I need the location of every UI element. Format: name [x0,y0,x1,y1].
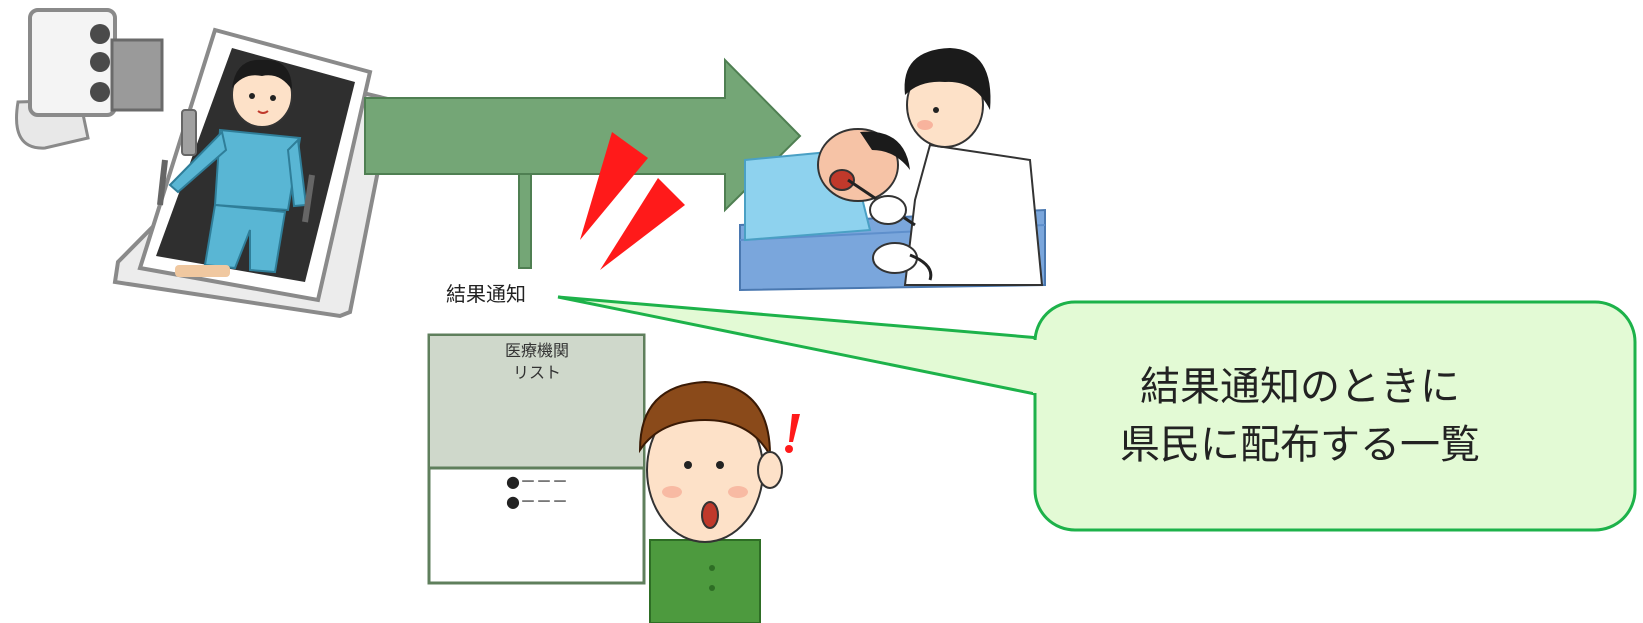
doctor-patient-icon [739,48,1046,292]
callout-line1: 結果通知のときに [1140,364,1460,410]
card-bullet-1: ●－－－ [506,472,568,491]
surprised-person-icon [638,380,800,623]
callout-line2: 県民に配布する一覧 [1120,422,1480,468]
callout-seam [1033,340,1041,393]
card-bullets: ●－－－ ●－－－ [430,472,644,512]
medical-list-card [427,333,646,585]
callout-box [1033,300,1637,532]
card-title-line1: 医療機関 [504,341,569,360]
card-bullet-2: ●－－－ [506,492,568,511]
card-title: 医療機関 リスト [430,340,644,384]
card-title-line2: リスト [512,363,561,382]
xray-machine-icon [15,8,395,319]
lightning-icon [580,132,685,270]
flow-arrow [364,57,802,269]
callout-text: 結果通知のときに 県民に配布する一覧 [1040,358,1560,474]
result-notification-label: 結果通知 [446,282,526,306]
